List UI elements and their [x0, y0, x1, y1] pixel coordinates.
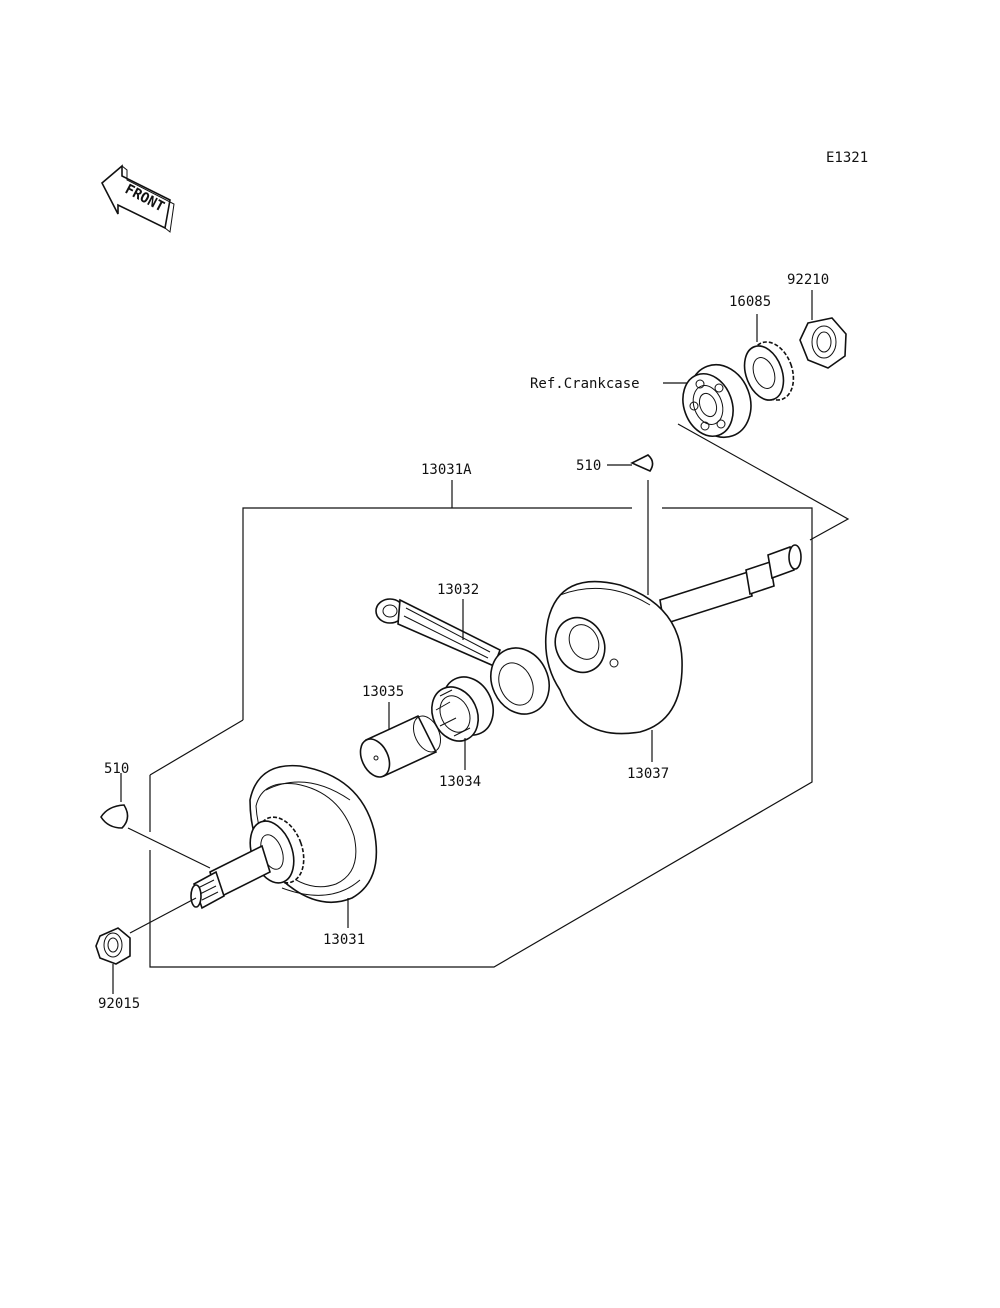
woodruff-key-top: [630, 454, 654, 473]
label-13034: 13034: [439, 774, 481, 790]
ball-bearing: [682, 363, 752, 439]
crank-pin: [359, 714, 442, 778]
label-13031A: 13031A: [421, 462, 472, 478]
crank-half-right: [544, 544, 802, 735]
needle-bearing: [431, 676, 494, 742]
label-92210: 92210: [787, 272, 829, 288]
diagram-id: E1321: [826, 150, 868, 166]
woodruff-key-left: [100, 804, 129, 829]
label-13037: 13037: [627, 766, 669, 782]
connecting-rod: [375, 598, 550, 715]
nut-92015: [95, 927, 131, 965]
label-510-top: 510: [576, 458, 601, 474]
label-13032: 13032: [437, 582, 479, 598]
gear-16085: [743, 341, 795, 401]
label-16085: 16085: [729, 294, 771, 310]
front-arrow-icon: FRONT: [100, 164, 175, 233]
label-ref-crankcase: Ref.Crankcase: [530, 376, 640, 392]
crank-half-left: [190, 764, 378, 910]
label-13035: 13035: [362, 684, 404, 700]
nut-92210: [799, 317, 847, 369]
label-510-left: 510: [104, 761, 129, 777]
label-13031: 13031: [323, 932, 365, 948]
label-92015: 92015: [98, 996, 140, 1012]
